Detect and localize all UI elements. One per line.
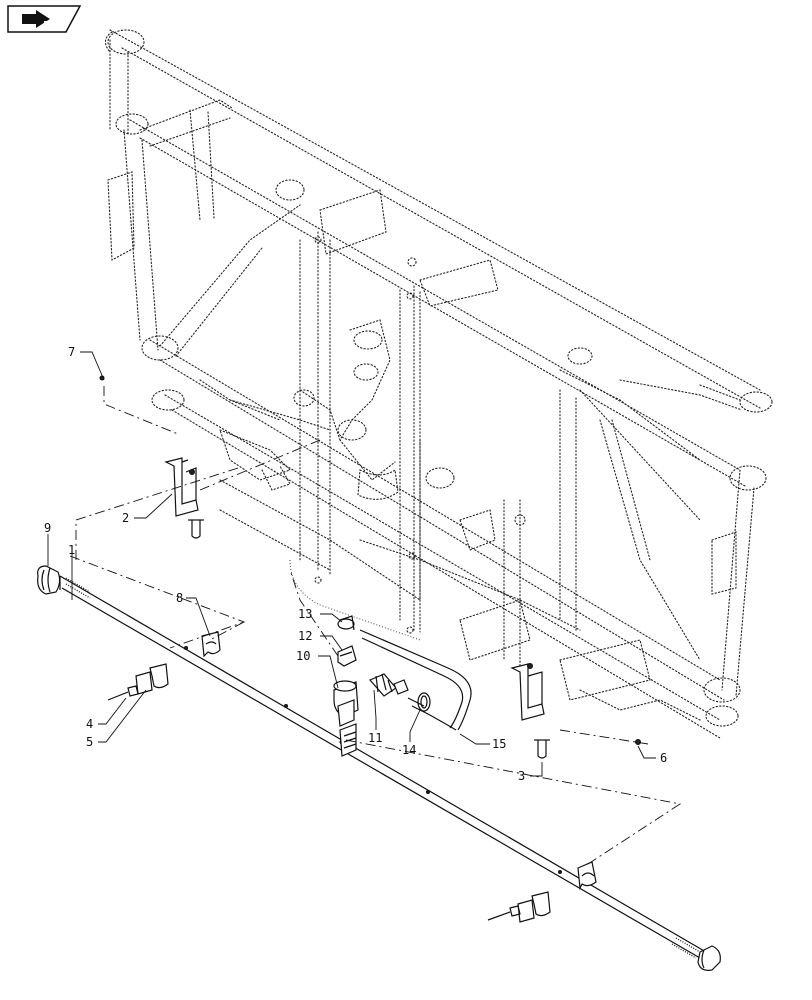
callout-15: 15 bbox=[492, 737, 506, 751]
callout-13: 13 bbox=[298, 607, 312, 621]
callout-14: 14 bbox=[402, 743, 416, 757]
next-page-button[interactable] bbox=[7, 5, 82, 33]
callout-7: 7 bbox=[68, 345, 75, 359]
boom-bracket-left bbox=[164, 457, 204, 539]
callout-12: 12 bbox=[298, 629, 312, 643]
assembly-phantom-lines bbox=[69, 386, 682, 865]
clip-fitting bbox=[337, 615, 355, 631]
nut-fitting bbox=[337, 645, 357, 667]
end-cap-left bbox=[37, 565, 61, 595]
hose bbox=[359, 629, 472, 731]
next-page-arrow-icon bbox=[22, 10, 56, 28]
callout-6: 6 bbox=[660, 751, 667, 765]
callout-10: 10 bbox=[296, 649, 310, 663]
clamp-lower-right bbox=[487, 891, 551, 923]
u-bolt bbox=[99, 375, 641, 745]
boom-bracket-right bbox=[510, 663, 550, 759]
callout-2: 2 bbox=[122, 511, 129, 525]
clamp-lower-left bbox=[107, 663, 169, 701]
clamp-upper-left bbox=[201, 631, 221, 658]
callout-8: 8 bbox=[176, 591, 183, 605]
tee-fitting bbox=[333, 680, 359, 757]
callout-1: 1 bbox=[68, 543, 75, 557]
hose-barb-fitting bbox=[369, 673, 409, 697]
callout-4: 4 bbox=[86, 717, 93, 731]
hose-clamp bbox=[417, 692, 431, 712]
boom-frame-phantom bbox=[104, 29, 773, 739]
end-cap-right bbox=[697, 945, 721, 971]
boom-tube bbox=[59, 575, 707, 959]
clamp-upper-right bbox=[577, 861, 597, 891]
callout-leaders bbox=[47, 351, 656, 777]
callout-11: 11 bbox=[368, 731, 382, 745]
callout-labels: 1 2 3 4 5 6 7 8 9 10 11 12 13 14 15 bbox=[44, 345, 667, 783]
callout-3: 3 bbox=[518, 769, 525, 783]
callout-5: 5 bbox=[86, 735, 93, 749]
callout-9: 9 bbox=[44, 521, 51, 535]
